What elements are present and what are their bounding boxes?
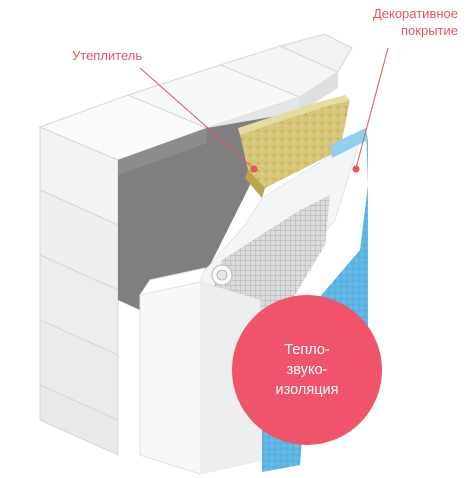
- label-insulation: Утеплитель: [72, 47, 142, 64]
- callout-lines: [139, 47, 389, 173]
- label-decorative-line2: покрытие: [401, 23, 458, 38]
- block-column-front: [39, 126, 119, 456]
- badge-line3: изоляция: [275, 382, 339, 398]
- thermal-acoustic-badge: Тепло- звуко- изоляция: [232, 295, 382, 445]
- mineral-wool-board: [238, 95, 350, 198]
- badge-line2: звуко-: [286, 362, 328, 378]
- label-decorative-line1: Декоративное: [372, 6, 458, 21]
- label-decorative-coating: Декоративное покрытие: [298, 5, 458, 39]
- badge-line1: Тепло-: [284, 342, 330, 358]
- label-insulation-text: Утеплитель: [72, 48, 143, 63]
- block-top-faces: [38, 33, 353, 161]
